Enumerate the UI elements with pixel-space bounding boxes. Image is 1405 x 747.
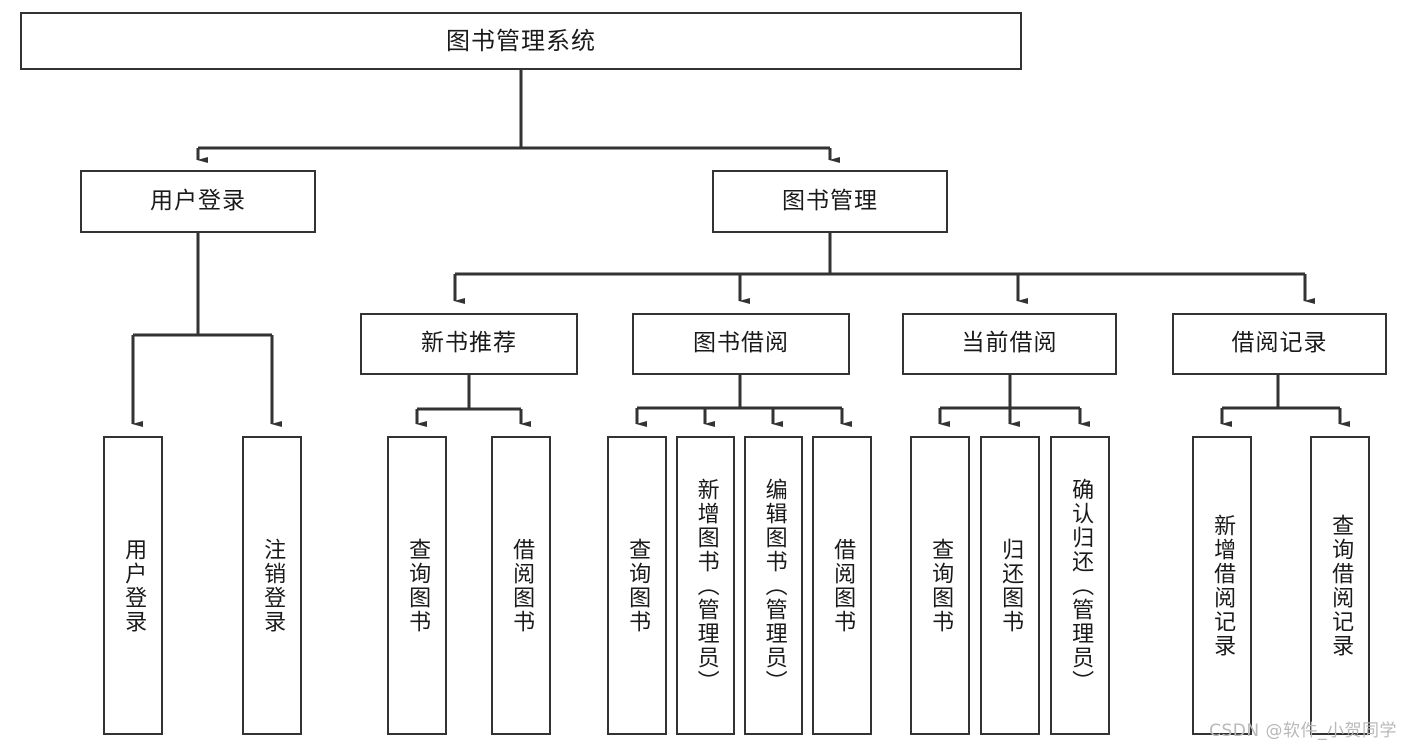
leaf-return-books[interactable]: 归还图书 <box>980 436 1040 735</box>
node-label: 新增借阅记录 <box>1210 513 1236 658</box>
node-label: 编辑图书（管理员） <box>761 477 787 694</box>
node-new-book-recommend[interactable]: 新书推荐 <box>360 313 578 375</box>
node-label: 确认归还（管理员） <box>1068 477 1094 694</box>
node-borrow-records[interactable]: 借阅记录 <box>1172 313 1387 375</box>
node-label: 查询图书 <box>405 537 431 634</box>
leaf-edit-book-admin[interactable]: 编辑图书（管理员） <box>744 436 803 735</box>
node-label: 用户登录 <box>121 537 147 634</box>
node-book-borrow[interactable]: 图书借阅 <box>632 313 850 375</box>
node-label: 查询图书 <box>928 537 954 634</box>
node-label: 用户登录 <box>150 187 246 214</box>
leaf-add-book-admin[interactable]: 新增图书（管理员） <box>676 436 735 735</box>
node-book-management[interactable]: 图书管理 <box>712 170 948 233</box>
leaf-query-borrow-record[interactable]: 查询借阅记录 <box>1310 436 1370 735</box>
leaf-query-books-borrow[interactable]: 查询图书 <box>607 436 667 735</box>
node-label: 当前借阅 <box>961 330 1058 357</box>
node-label: 借阅图书 <box>509 537 535 634</box>
node-label: 归还图书 <box>998 537 1024 634</box>
leaf-borrow-books[interactable]: 借阅图书 <box>812 436 872 735</box>
node-label: 查询借阅记录 <box>1328 513 1354 658</box>
node-root-system[interactable]: 图书管理系统 <box>20 12 1022 70</box>
watermark: CSDN @软件_小贺同学 <box>1209 721 1397 741</box>
node-label: 注销登录 <box>260 537 286 634</box>
node-label: 图书管理系统 <box>446 26 596 55</box>
node-current-borrow[interactable]: 当前借阅 <box>902 313 1117 375</box>
node-label: 新增图书（管理员） <box>693 477 719 694</box>
leaf-logout[interactable]: 注销登录 <box>242 436 302 735</box>
node-label: 借阅图书 <box>830 537 856 634</box>
leaf-add-borrow-record[interactable]: 新增借阅记录 <box>1192 436 1252 735</box>
leaf-query-books-recommend[interactable]: 查询图书 <box>387 436 447 735</box>
leaf-user-login[interactable]: 用户登录 <box>103 436 163 735</box>
leaf-borrow-books-recommend[interactable]: 借阅图书 <box>491 436 551 735</box>
node-label: 图书借阅 <box>693 330 789 357</box>
node-user-login[interactable]: 用户登录 <box>80 170 316 233</box>
leaf-confirm-return-admin[interactable]: 确认归还（管理员） <box>1050 436 1110 735</box>
node-label: 新书推荐 <box>421 330 517 357</box>
node-label: 查询图书 <box>625 537 651 634</box>
node-label: 图书管理 <box>782 187 878 214</box>
leaf-query-books-current[interactable]: 查询图书 <box>910 436 970 735</box>
node-label: 借阅记录 <box>1231 330 1328 357</box>
